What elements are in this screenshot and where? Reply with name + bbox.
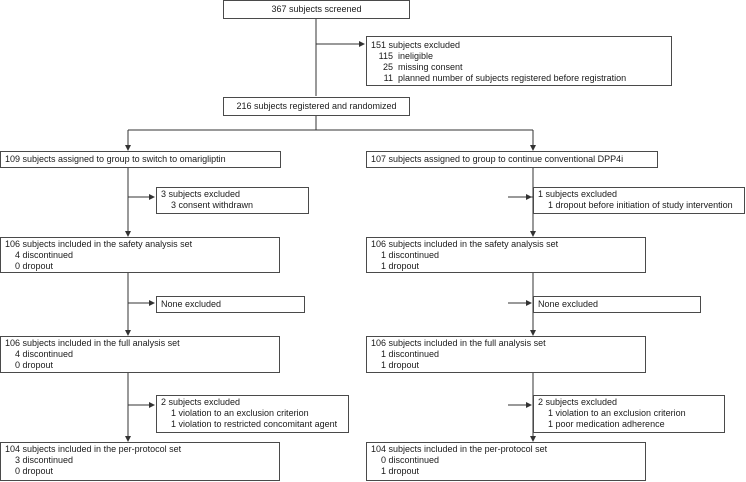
left-safety-line: 4 discontinued <box>15 250 74 260</box>
left-exclusion3-line: 1 violation to restricted concomitant ag… <box>171 419 338 429</box>
left-assigned-box: 109 subjects assigned to group to switch… <box>0 151 281 168</box>
right-full-title: 106 subjects included in the full analys… <box>371 338 546 348</box>
right-per-protocol-title: 104 subjects included in the per-protoco… <box>371 444 548 454</box>
left-exclusion1-line: 3 consent withdrawn <box>171 200 254 210</box>
left-exclusion3-title: 2 subjects excluded <box>161 397 241 407</box>
right-exclusion1-line: 1 dropout before initiation of study int… <box>548 200 733 210</box>
left-exclusion1-title: 3 subjects excluded <box>161 189 241 199</box>
right-safety-line: 1 dropout <box>381 261 420 271</box>
exclusion-reason: planned number of subjects registered be… <box>398 73 627 83</box>
right-full-line: 1 discontinued <box>381 349 440 359</box>
right-exclusion3-line: 1 poor medication adherence <box>548 419 665 429</box>
right-per-protocol-line: 1 dropout <box>381 466 420 476</box>
right-per-protocol-box: 104 subjects included in the per-protoco… <box>366 442 646 481</box>
left-full-line: 4 discontinued <box>15 349 74 359</box>
exclusion-count: 25 <box>382 62 393 72</box>
screened-box: 367 subjects screened <box>223 0 410 19</box>
right-full-box: 106 subjects included in the full analys… <box>366 336 646 373</box>
left-full-title: 106 subjects included in the full analys… <box>5 338 180 348</box>
randomized-box: 216 subjects registered and randomized <box>223 97 410 116</box>
left-exclusion3-line: 1 violation to an exclusion criterion <box>171 408 309 418</box>
left-safety-box: 106 subjects included in the safety anal… <box>0 237 280 273</box>
initial-exclusion-box: 151 subjects excluded 115 ineligible 25 … <box>366 36 672 86</box>
left-per-protocol-title: 104 subjects included in the per-protoco… <box>5 444 182 454</box>
right-exclusion2-box: None excluded <box>533 296 701 313</box>
right-assigned-box: 107 subjects assigned to group to contin… <box>366 151 658 168</box>
right-safety-line: 1 discontinued <box>381 250 440 260</box>
left-exclusion1-box: 3 subjects excluded 3 consent withdrawn <box>156 187 309 214</box>
left-per-protocol-line: 3 discontinued <box>15 455 74 465</box>
left-per-protocol-box: 104 subjects included in the per-protoco… <box>0 442 280 481</box>
left-exclusion2-title: None excluded <box>161 299 222 309</box>
initial-exclusion-title: 151 subjects excluded <box>371 40 461 50</box>
exclusion-reason-ineligible: 115 ineligible <box>371 51 667 62</box>
left-exclusion3-box: 2 subjects excluded 1 violation to an ex… <box>156 395 349 433</box>
right-exclusion3-line: 1 violation to an exclusion criterion <box>548 408 686 418</box>
left-assigned-title: 109 subjects assigned to group to switch… <box>5 154 226 164</box>
right-exclusion3-box: 2 subjects excluded 1 violation to an ex… <box>533 395 725 433</box>
right-safety-title: 106 subjects included in the safety anal… <box>371 239 559 249</box>
exclusion-reason-planned-number: 11 planned number of subjects registered… <box>371 73 667 84</box>
left-exclusion2-box: None excluded <box>156 296 305 313</box>
screened-title: 367 subjects screened <box>271 4 362 14</box>
left-full-box: 106 subjects included in the full analys… <box>0 336 280 373</box>
exclusion-count: 115 <box>378 51 393 61</box>
randomized-title: 216 subjects registered and randomized <box>236 101 397 111</box>
exclusion-count: 11 <box>383 73 393 83</box>
left-safety-line: 0 dropout <box>15 261 54 271</box>
left-per-protocol-line: 0 dropout <box>15 466 54 476</box>
exclusion-reason: ineligible <box>398 51 434 61</box>
exclusion-reason: missing consent <box>398 62 463 72</box>
right-exclusion3-title: 2 subjects excluded <box>538 397 618 407</box>
right-exclusion1-title: 1 subjects excluded <box>538 189 618 199</box>
right-full-line: 1 dropout <box>381 360 420 370</box>
right-exclusion2-title: None excluded <box>538 299 599 309</box>
right-per-protocol-line: 0 discontinued <box>381 455 440 465</box>
right-safety-box: 106 subjects included in the safety anal… <box>366 237 646 273</box>
right-assigned-title: 107 subjects assigned to group to contin… <box>371 154 624 164</box>
left-full-line: 0 dropout <box>15 360 54 370</box>
left-safety-title: 106 subjects included in the safety anal… <box>5 239 193 249</box>
exclusion-reason-missing-consent: 25 missing consent <box>371 62 667 73</box>
right-exclusion1-box: 1 subjects excluded 1 dropout before ini… <box>533 187 745 214</box>
